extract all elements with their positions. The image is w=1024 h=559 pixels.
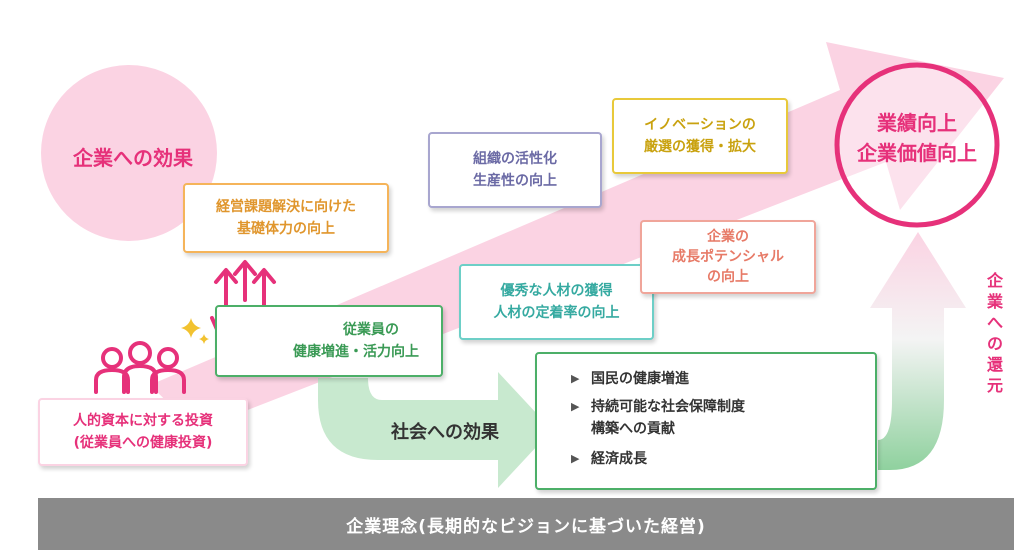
talent-box[interactable]: 優秀な人材の獲得 人材の定着率の向上 — [459, 264, 654, 340]
growth-line-1: 企業の — [707, 229, 749, 245]
social-item-2: 持続可能な社会保障制度 構築への貢献 — [571, 396, 745, 440]
return-arrow — [870, 232, 966, 470]
employee-line-1: 従業員の — [343, 322, 399, 338]
goal-line-1: 業績向上 — [877, 111, 957, 135]
return-to-company-label: 企 業 へ の 還 元 — [984, 270, 1006, 396]
goal-label: 業績向上 企業価値向上 — [847, 108, 987, 168]
sparkle-icon — [181, 318, 209, 344]
social-effect-label: 社会への効果 — [391, 422, 499, 443]
organization-line-1: 組織の活性化 — [473, 151, 557, 167]
arrows-up-icon — [214, 260, 276, 307]
investment-box[interactable]: 人的資本に対する投資 (従業員への健康投資) — [38, 398, 248, 466]
corporate-philosophy-bar: 企業理念(長期的なビジョンに基づいた経営) — [38, 498, 1014, 550]
growth-box[interactable]: 企業の 成長ポテンシャル の向上 — [640, 220, 816, 294]
social-item-2-line-2: 構築への貢献 — [591, 421, 675, 437]
talent-line-1: 優秀な人材の獲得 — [500, 283, 613, 299]
social-item-3: 経済成長 — [571, 448, 745, 470]
social-items-list: 国民の健康増進 持続可能な社会保障制度 構築への貢献 経済成長 — [571, 368, 745, 476]
organization-box[interactable]: 組織の活性化 生産性の向上 — [428, 132, 602, 208]
return-char-5: 還 — [986, 355, 1003, 374]
organization-line-2: 生産性の向上 — [473, 173, 557, 189]
people-group-icon — [94, 341, 186, 394]
investment-line-1: 人的資本に対する投資 — [73, 413, 213, 429]
return-char-3: へ — [986, 313, 1003, 332]
goal-line-2: 企業価値向上 — [857, 141, 977, 165]
social-item-1: 国民の健康増進 — [571, 368, 745, 390]
return-char-6: 元 — [986, 376, 1003, 395]
growth-line-3: の向上 — [707, 269, 749, 285]
return-char-1: 企 — [986, 271, 1003, 290]
social-flow-arrow — [318, 372, 552, 488]
innovation-line-2: 厳選の獲得・拡大 — [644, 139, 756, 155]
investment-line-2: (従業員への健康投資) — [73, 435, 213, 451]
foundation-line-2: 基礎体力の向上 — [237, 221, 335, 237]
return-char-4: の — [986, 334, 1003, 353]
social-items-box[interactable]: 国民の健康増進 持続可能な社会保障制度 構築への貢献 経済成長 — [535, 352, 877, 490]
employee-box[interactable]: 従業員の 健康増進・活力向上 — [215, 305, 443, 377]
return-char-2: 業 — [986, 292, 1003, 311]
growth-line-2: 成長ポテンシャル — [672, 249, 784, 265]
talent-line-2: 人材の定着率の向上 — [493, 305, 620, 321]
corporate-effect-circle — [41, 65, 217, 241]
corporate-effect-label: 企業への効果 — [73, 146, 193, 170]
innovation-line-1: イノベーションの — [644, 117, 756, 133]
foundation-line-1: 経営課題解決に向けた — [216, 199, 356, 215]
foundation-box[interactable]: 経営課題解決に向けた 基礎体力の向上 — [183, 183, 389, 253]
employee-line-2: 健康増進・活力向上 — [293, 344, 419, 360]
innovation-box[interactable]: イノベーションの 厳選の獲得・拡大 — [612, 98, 788, 174]
goal-circle[interactable] — [834, 62, 1000, 228]
social-item-2-line-1: 持続可能な社会保障制度 — [591, 399, 745, 415]
